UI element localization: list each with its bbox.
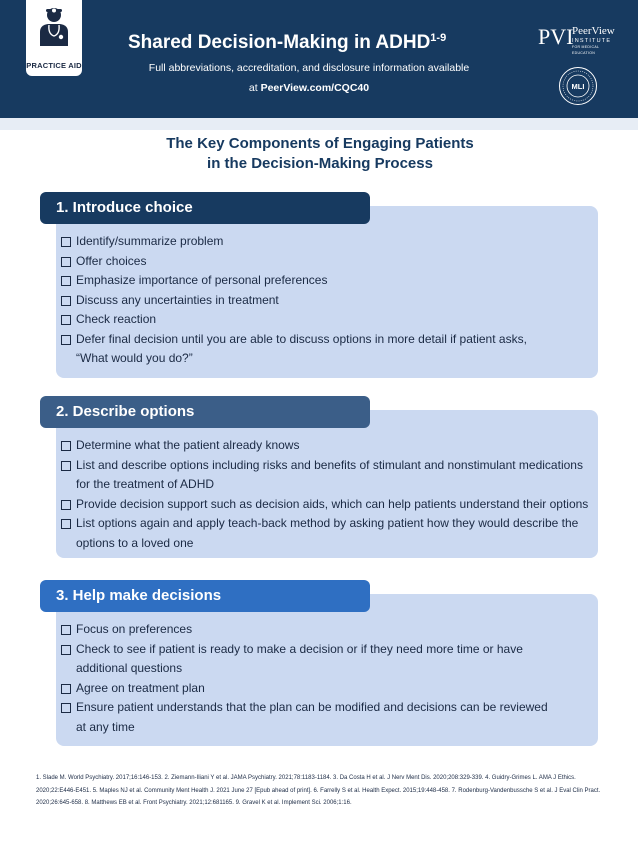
peerview-link[interactable]: PeerView.com/CQC40 <box>260 82 370 94</box>
checklist-item-continuation: for the treatment of ADHD <box>76 477 215 491</box>
section-panel-introduce-choice <box>56 206 598 378</box>
main-heading: The Key Components of Engaging Patients … <box>120 134 520 174</box>
section-title-help-make-decisions: 3. Help make decisions <box>40 580 370 612</box>
checklist-item[interactable]: Provide decision support such as decisio… <box>61 495 596 515</box>
subtitle: Full abbreviations, accreditation, and d… <box>128 58 490 98</box>
references-line: 1. Slade M. World Psychiatry. 2017;16:14… <box>36 775 576 781</box>
section-panel-describe-options <box>56 410 598 558</box>
references: 1. Slade M. World Psychiatry. 2017;16:14… <box>36 772 611 810</box>
badge-label: PRACTICE AID <box>26 61 82 70</box>
title-text: Shared Decision-Making in ADHD <box>128 32 431 53</box>
checklist-item[interactable]: List and describe options including risk… <box>61 456 596 476</box>
checklist-item[interactable]: Ensure patient understands that the plan… <box>61 698 596 718</box>
checklist-item[interactable]: Identify/summarize problem <box>61 232 596 252</box>
section-title-introduce-choice: 1. Introduce choice <box>40 192 370 224</box>
page-title: Shared Decision-Making in ADHD1-9 <box>128 32 446 54</box>
references-line: 2020;22:E446-E451. 5. Maples NJ et al. C… <box>36 787 601 794</box>
checklist-describe-options: Determine what the patient already knows… <box>61 436 596 553</box>
title-superscript: 1-9 <box>430 32 447 44</box>
section-panel-help-make-decisions <box>56 594 598 746</box>
checklist-item[interactable]: Defer final decision until you are able … <box>61 330 596 350</box>
checklist-item[interactable]: Check reaction <box>61 310 596 330</box>
pvi-logo-name: PeerView <box>572 25 615 37</box>
practice-aid-badge: PRACTICE AID <box>26 0 82 76</box>
checklist-item-continuation: at any time <box>76 719 135 734</box>
header-banner: PRACTICE AID Shared Decision-Making in A… <box>0 0 638 118</box>
checklist-item[interactable]: Determine what the patient already knows <box>61 436 596 456</box>
checklist-item[interactable]: Check to see if patient is ready to make… <box>61 640 596 660</box>
section-title-describe-options: 2. Describe options <box>40 396 370 428</box>
checklist-introduce-choice: Identify/summarize problem Offer choices… <box>61 232 596 369</box>
seal-label: MLI <box>572 82 585 91</box>
pvi-logo-mark: PVI <box>538 24 574 49</box>
checklist-item-continuation: options to a loved one <box>76 535 194 550</box>
subtitle-prefix: at <box>248 82 261 94</box>
checklist-help-make-decisions: Focus on preferences Check to see if pat… <box>61 620 596 737</box>
checklist-item[interactable]: Discuss any uncertainties in treatment <box>61 291 596 311</box>
pvi-tagline-text: FOR MEDICAL EDUCATION <box>572 45 600 55</box>
header-band <box>0 118 638 130</box>
accreditation-seal-icon: MLI <box>559 67 597 105</box>
pvi-institute-text: INSTITUTE <box>572 38 612 44</box>
subtitle-line2: at PeerView.com/CQC40 <box>128 78 490 98</box>
checklist-item[interactable]: Focus on preferences <box>61 620 596 640</box>
checklist-item[interactable]: List options again and apply teach-back … <box>61 514 596 534</box>
subtitle-line1: Full abbreviations, accreditation, and d… <box>148 62 470 74</box>
main-heading-line1: The Key Components of Engaging Patients <box>166 135 474 152</box>
references-line: 2020;26:645-658. 8. Matthews EB et al. F… <box>36 800 352 806</box>
doctor-icon <box>40 8 68 46</box>
checklist-item[interactable]: Emphasize importance of personal prefere… <box>61 271 596 291</box>
checklist-item[interactable]: Offer choices <box>61 252 596 272</box>
checklist-item-continuation: additional questions <box>76 661 183 675</box>
main-heading-line2: in the Decision-Making Process <box>207 155 433 172</box>
checklist-item-continuation: “What would you do?” <box>76 351 193 365</box>
checklist-item[interactable]: Agree on treatment plan <box>61 679 596 699</box>
